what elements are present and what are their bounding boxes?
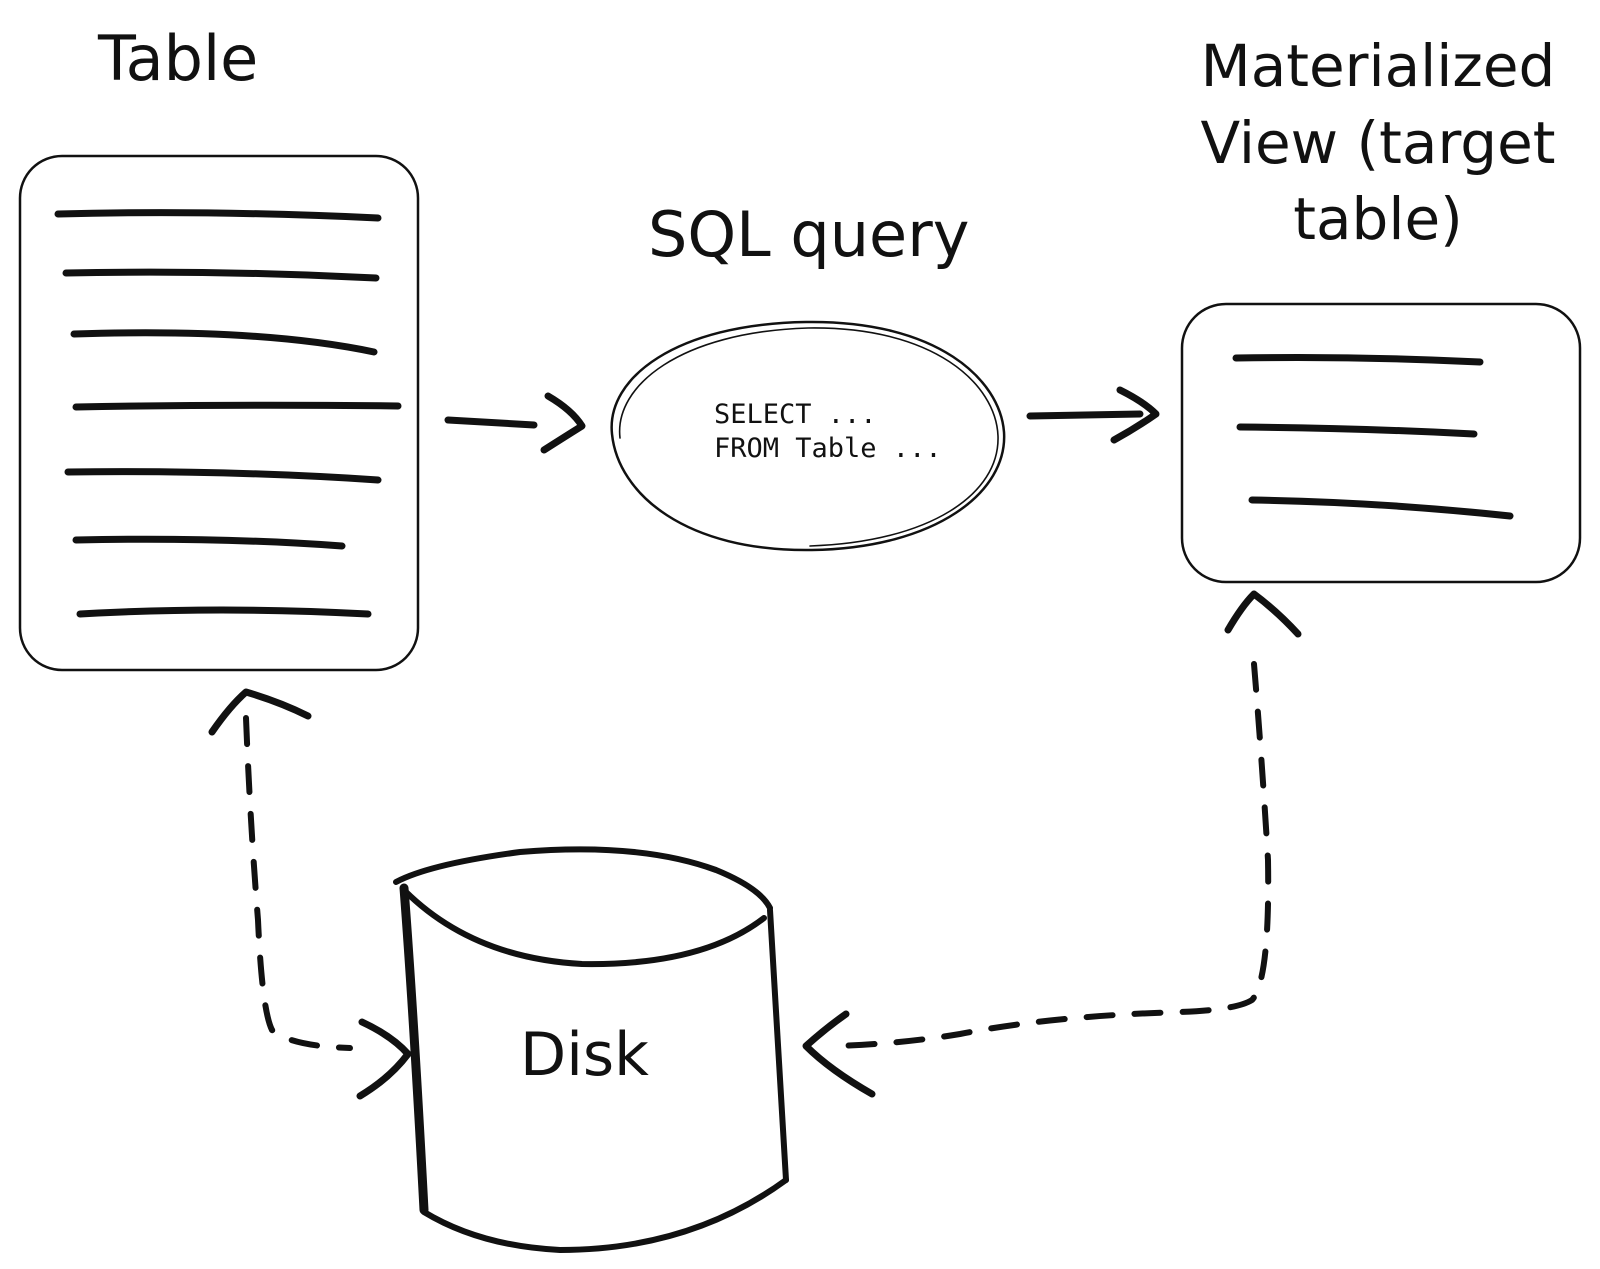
arrow-sql-to-mv [1026, 386, 1160, 444]
disk-node [393, 846, 789, 1253]
dashed-path [243, 715, 353, 1051]
disk-top-front [401, 887, 767, 968]
table-rows [54, 209, 402, 618]
table-row-line [62, 268, 380, 282]
materialized-view-label: Materialized View (target table) [1200, 32, 1556, 254]
mv-row-line [1236, 423, 1478, 438]
table-row-line [70, 329, 378, 356]
table-label: Table [98, 22, 259, 95]
mv-box [1180, 302, 1582, 584]
table-row-line [54, 209, 382, 222]
mv-row-line [1248, 496, 1514, 520]
mv-row-line [1232, 354, 1484, 366]
disk-top [393, 846, 773, 911]
table-row-line [72, 535, 346, 550]
sql-code-line: SELECT ... [714, 399, 877, 430]
dashed-link-table-disk [208, 688, 412, 1100]
table-row-line [64, 468, 382, 484]
sql-query-node [610, 320, 1006, 552]
sql-query-label: SQL query [648, 198, 970, 271]
disk-bottom [421, 1177, 789, 1253]
sql-code-line: FROM Table ... [714, 433, 942, 464]
arrow-table-to-sql [444, 392, 586, 454]
arrowhead-up [208, 688, 312, 736]
disk-label: Disk [520, 1020, 649, 1090]
sql-ellipse-sketch [618, 327, 999, 547]
arrowhead-left [802, 1010, 876, 1098]
table-row-line [76, 606, 372, 618]
materialized-view-node [1180, 302, 1582, 584]
dashed-link-mv-disk [802, 590, 1302, 1098]
disk-left [399, 883, 429, 1215]
disk-right [767, 907, 789, 1183]
table-node [18, 154, 420, 672]
arrowhead-right [356, 1018, 412, 1100]
sql-ellipse [610, 320, 1006, 552]
table-row-line [72, 401, 402, 411]
mv-rows [1232, 354, 1514, 520]
arrowhead-up [1224, 590, 1302, 638]
table-box [18, 154, 420, 672]
dashed-path [833, 661, 1272, 1049]
